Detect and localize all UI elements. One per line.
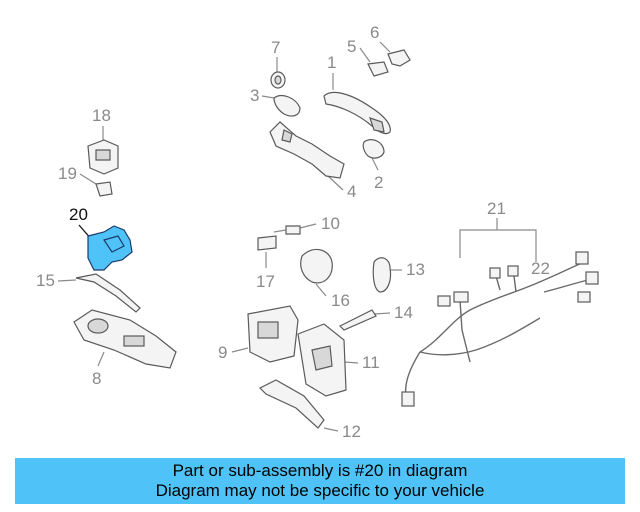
- part-5[interactable]: 5: [347, 37, 389, 77]
- part-7[interactable]: 7: [270, 38, 286, 89]
- callout-11: 11: [362, 353, 380, 372]
- part-17[interactable]: 17: [256, 235, 277, 291]
- callout-7: 7: [271, 38, 280, 57]
- part-14[interactable]: 14: [338, 303, 413, 331]
- callout-5: 5: [347, 37, 356, 56]
- part-1[interactable]: 1: [323, 53, 391, 135]
- part-21[interactable]: 21: [401, 199, 585, 407]
- callout-8: 8: [92, 369, 101, 388]
- part-16[interactable]: 16: [300, 248, 350, 310]
- part-8[interactable]: 8: [73, 309, 177, 388]
- part-6[interactable]: 6: [370, 23, 411, 67]
- part-3[interactable]: 3: [250, 86, 301, 117]
- part-4[interactable]: 4: [269, 121, 356, 201]
- callout-3: 3: [250, 86, 259, 105]
- part-15[interactable]: 15: [36, 271, 141, 313]
- part-9[interactable]: 9: [218, 305, 299, 363]
- callout-1: 1: [327, 53, 336, 72]
- part-2[interactable]: 2: [362, 139, 385, 192]
- callout-14: 14: [394, 303, 413, 322]
- part-13[interactable]: 13: [372, 257, 425, 293]
- info-banner: Part or sub-assembly is #20 in diagram D…: [15, 458, 625, 504]
- callout-12: 12: [342, 422, 361, 441]
- part-20[interactable]: 20: [69, 205, 133, 271]
- callout-4: 4: [347, 182, 356, 201]
- callout-16: 16: [331, 291, 350, 310]
- callout-2: 2: [374, 173, 383, 192]
- parts-diagram: 7 5 6 1 3 2 4 18: [36, 23, 599, 441]
- callout-20: 20: [69, 205, 88, 224]
- callout-15: 15: [36, 271, 55, 290]
- part-22[interactable]: 22: [531, 251, 599, 303]
- part-11[interactable]: 11: [297, 323, 380, 397]
- part-12[interactable]: 12: [258, 379, 361, 441]
- callout-13: 13: [406, 260, 425, 279]
- callout-10: 10: [321, 214, 340, 233]
- part-19[interactable]: 19: [58, 164, 113, 197]
- part-10[interactable]: 10: [273, 214, 340, 235]
- callout-6: 6: [370, 23, 379, 42]
- callout-18: 18: [92, 106, 111, 125]
- callout-19: 19: [58, 164, 77, 183]
- callout-22: 22: [531, 259, 550, 278]
- callout-17: 17: [256, 272, 275, 291]
- part-18[interactable]: 18: [87, 106, 119, 175]
- callout-21: 21: [487, 199, 506, 218]
- callout-9: 9: [218, 343, 227, 362]
- banner-line-2: Diagram may not be specific to your vehi…: [155, 481, 485, 500]
- banner-line-1: Part or sub-assembly is #20 in diagram: [172, 461, 468, 480]
